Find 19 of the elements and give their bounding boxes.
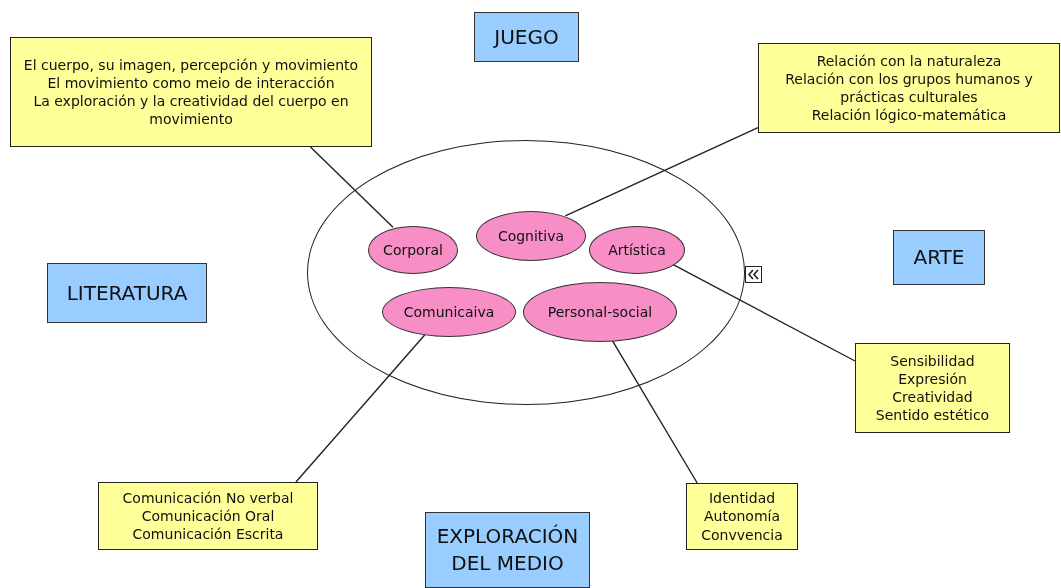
leader-line	[672, 263, 856, 362]
note-box: Sensibilidad Expresión Creatividad Sentido estético	[855, 343, 1010, 433]
group-ellipse	[307, 140, 745, 405]
category-ellipse: Artística	[589, 226, 685, 274]
category-ellipse: Corporal	[368, 226, 458, 274]
note-box: Relación con la naturaleza Relación con los grupos humanos y prácticas culturales Relación lógico-matemática	[758, 43, 1060, 133]
note-box: Identidad Autonomía Convvencia	[686, 483, 798, 550]
note-box: Comunicación No verbal Comunicación Oral Comunicación Escrita	[98, 482, 318, 550]
category-ellipse: Personal-social	[523, 282, 677, 342]
topic-box: ARTE	[893, 230, 985, 285]
note-box: El cuerpo, su imagen, percepción y movimiento El movimiento como meio de interacción La exploración y la creatividad del cuerpo en movimiento	[10, 37, 372, 147]
leader-line	[295, 333, 426, 483]
topic-box: EXPLORACIÓN DEL MEDIO	[425, 512, 590, 588]
category-ellipse: Cognitiva	[476, 211, 586, 261]
topic-box: LITERATURA	[47, 263, 207, 323]
topic-box: JUEGO	[474, 12, 579, 62]
leader-line	[309, 146, 394, 228]
category-ellipse: Comunicaiva	[382, 287, 516, 337]
leader-line	[564, 126, 759, 217]
